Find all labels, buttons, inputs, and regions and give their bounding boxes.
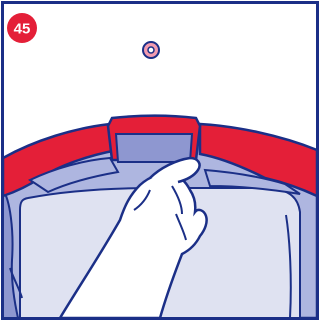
center-bracket-face: [116, 134, 192, 162]
screw-hole-icon: [143, 42, 159, 58]
step-number: 45: [14, 21, 31, 38]
step-number-badge: 45: [7, 13, 37, 43]
